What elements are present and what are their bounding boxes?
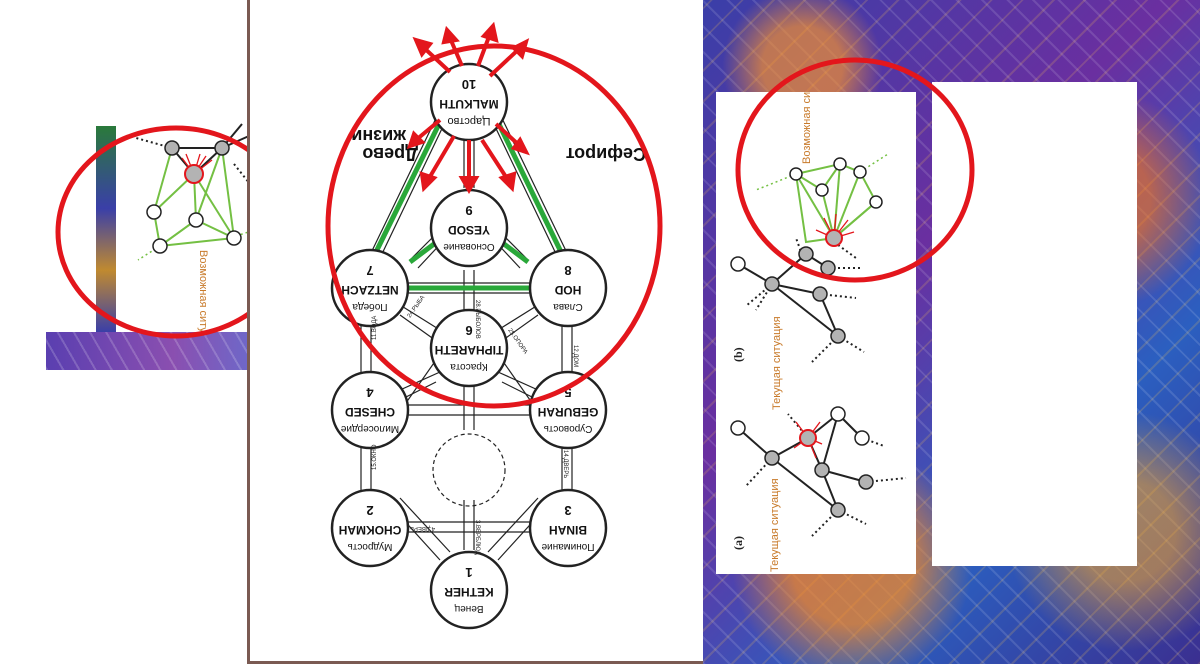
graph-node <box>869 195 883 209</box>
graph-node <box>152 238 168 254</box>
current-situation-label-b: Текущая ситуация <box>771 316 783 410</box>
sephira-name: CHOKMAH <box>339 523 402 537</box>
sephira-name: YESOD <box>448 223 490 237</box>
path-label: 12.ДОМ <box>572 345 578 367</box>
tree-title-zhizni: жизни <box>351 126 407 146</box>
sephira-chesed <box>330 370 410 450</box>
graph-node <box>830 502 846 518</box>
sephira-name: NETZACH <box>341 283 398 297</box>
path-label: 4.ДВЕРЬ <box>410 525 435 531</box>
tree-title-drevo: Древо <box>362 144 418 164</box>
tree-title-sephirot: Сефирот <box>566 144 646 164</box>
center-highlight-ellipse <box>325 43 663 409</box>
sephira-name: TIPHARETH <box>435 343 504 357</box>
graph-node <box>815 183 829 197</box>
graph-node <box>146 204 162 220</box>
sephira-name: KETHER <box>444 585 494 599</box>
kaleidoscope-edge <box>96 126 116 332</box>
sephira-name: CHESED <box>345 405 395 419</box>
right-highlight-circle <box>735 57 975 283</box>
graph-node <box>830 406 846 422</box>
sephira-number: 5 <box>564 385 571 400</box>
sephira-meaning: Слава <box>553 301 583 312</box>
sephira-name: HOD <box>554 283 581 297</box>
tree-of-life-diagram: Царство MALKUTH 10 Основание YESOD 9 Сла… <box>330 21 646 630</box>
sephira-number: 8 <box>564 263 571 278</box>
sephira-number: 3 <box>564 503 571 518</box>
sephira-meaning: Царство <box>448 115 491 127</box>
sephira-binah <box>528 488 608 568</box>
graph-node <box>833 157 847 171</box>
sephira-number: 9 <box>465 203 472 218</box>
sephira-number: 1 <box>465 565 472 580</box>
figure-b-label: (b) <box>731 347 745 362</box>
current-situation-label-a: Текущая ситуация <box>769 478 781 572</box>
graph-node <box>226 230 242 246</box>
sephira-geburah <box>528 370 608 450</box>
sephira-meaning: Основание <box>443 241 495 252</box>
graph-node <box>814 462 830 478</box>
sephira-number: 6 <box>465 323 472 338</box>
path-label: 3.ВЕРБЛЮД <box>474 520 480 555</box>
sephira-chokmah <box>330 488 410 568</box>
current-node <box>825 229 843 247</box>
graph-node <box>214 140 230 156</box>
right-white-box <box>932 82 1137 566</box>
graph-node <box>854 430 870 446</box>
sephira-name: BINAH <box>549 523 587 537</box>
daath-dashed-circle <box>432 433 506 507</box>
sephira-meaning: Суровость <box>544 423 593 434</box>
graph-node <box>730 256 746 272</box>
graph-node <box>830 328 846 344</box>
path-label: 28.РЫБОЛОВ <box>474 300 480 339</box>
sephira-meaning: Мудрость <box>348 541 393 552</box>
graph-node <box>764 450 780 466</box>
figure-a-label: (a) <box>731 536 745 550</box>
sephira-kether <box>429 550 509 630</box>
tree-of-life-page: Царство MALKUTH 10 Основание YESOD 9 Сла… <box>247 0 703 664</box>
sephira-meaning: Красота <box>450 361 488 372</box>
sephira-netzach <box>330 248 410 328</box>
current-node <box>184 164 204 184</box>
sephira-number: 10 <box>462 77 476 92</box>
graph-node <box>858 474 874 490</box>
graph-node <box>812 286 828 302</box>
sephira-number: 7 <box>366 263 373 278</box>
sephira-meaning: Понимание <box>541 541 594 552</box>
current-node <box>799 429 817 447</box>
path-label: 11.ВОДА <box>372 316 378 340</box>
graph-node <box>798 246 814 262</box>
graph-node <box>164 140 180 156</box>
graph-node <box>730 420 746 436</box>
sephira-number: 4 <box>366 385 374 400</box>
path-label: 15.ОКНО <box>372 444 378 470</box>
sephira-number: 2 <box>366 503 373 518</box>
sephira-meaning: Победа <box>352 301 388 313</box>
path-label: 14.ДВЕРЬ <box>562 450 568 478</box>
sephira-meaning: Милосердие <box>340 423 399 434</box>
right-figure-panel: Возможная ситуация Текущая ситуация Теку… <box>716 57 916 574</box>
graph-node <box>188 212 204 228</box>
sephira-hod <box>528 248 608 328</box>
sephira-name: GEBURAH <box>538 405 599 419</box>
sephira-tiphareth <box>429 308 509 388</box>
graph-node <box>764 276 780 292</box>
graph-node <box>789 167 803 181</box>
sephira-name: MALKUTH <box>439 97 498 111</box>
graph-node <box>853 165 867 179</box>
sephira-meaning: Венец <box>454 603 483 614</box>
